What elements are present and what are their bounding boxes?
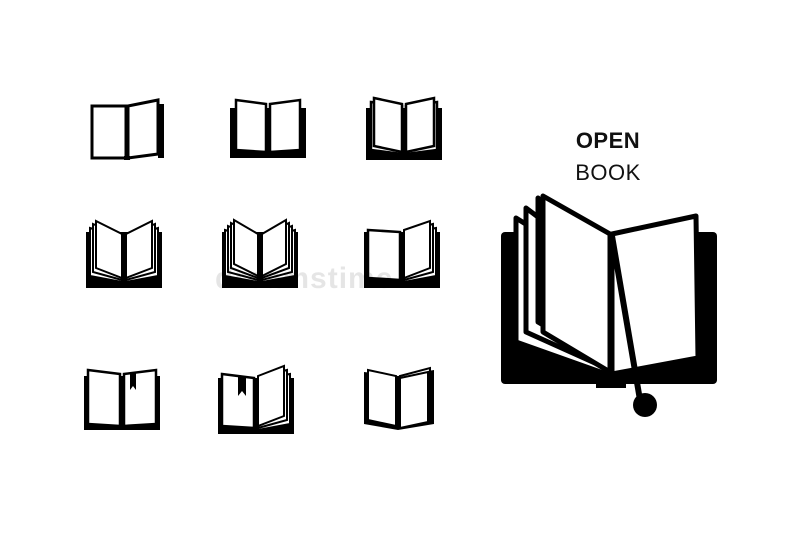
open-book-bookmark-icon xyxy=(216,364,296,436)
heading-line-open: OPEN xyxy=(575,128,641,153)
heading-line-book: BOOK xyxy=(575,160,641,185)
open-book-icon xyxy=(84,218,164,290)
open-book-icon xyxy=(364,94,444,164)
open-book-icon xyxy=(220,218,300,290)
open-book-tilted-icon xyxy=(358,364,438,436)
open-book-icon xyxy=(362,218,442,290)
open-book-bookmark-icon xyxy=(82,366,162,434)
open-book-large-icon xyxy=(498,192,720,422)
open-book-icon xyxy=(88,96,168,162)
open-book-icon xyxy=(228,96,308,162)
